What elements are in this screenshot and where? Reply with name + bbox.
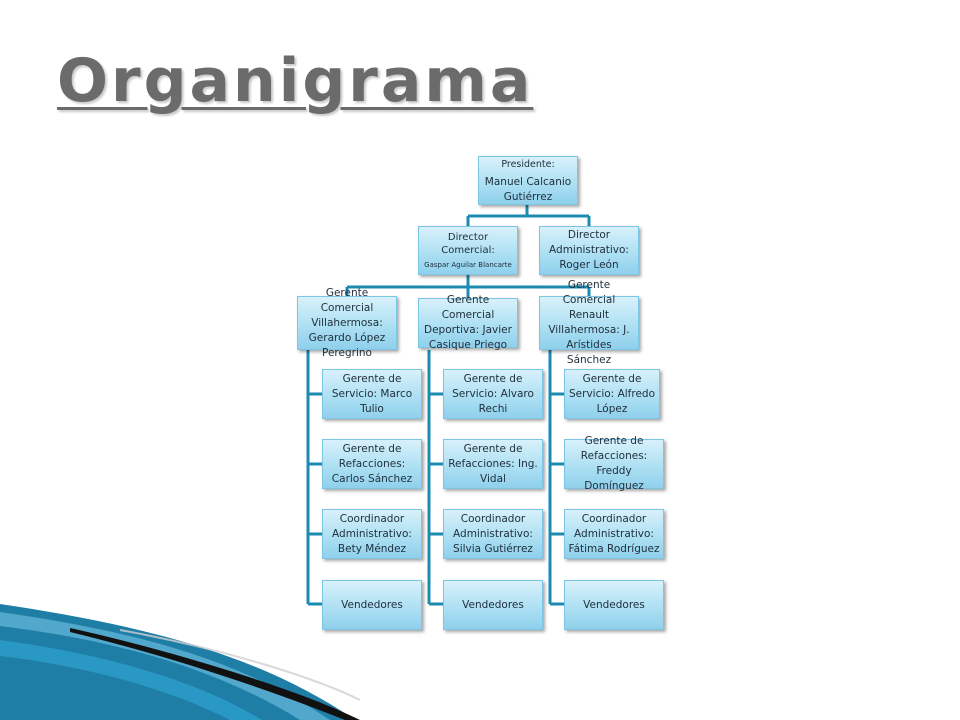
refacciones-col3-label: Gerente de Refacciones: Freddy Domínguez — [580, 435, 648, 492]
org-node-coordinador-col3[interactable]: Coordinador Administrativo: Fátima Rodrí… — [564, 509, 664, 559]
org-node-refacciones-col1[interactable]: Gerente de Refacciones: Carlos Sánchez — [322, 439, 422, 489]
org-node-director-comercial[interactable]: Director Comercial: Gaspar Aguilar Blanc… — [418, 226, 518, 275]
connector-column-3 — [548, 350, 564, 606]
servicio-col3-label: Gerente de Servicio: Alfredo López — [569, 372, 655, 415]
vendedores-col1-label: Vendedores — [341, 598, 403, 611]
org-node-director-administrativo[interactable]: Director Administrativo: Roger León — [539, 226, 639, 275]
coordinador-col3-label: Coordinador Administrativo: Fátima Rodrí… — [568, 512, 660, 555]
refacciones-col1-label: Gerente de Refacciones: Carlos Sánchez — [331, 442, 413, 485]
director-comercial-name: Gaspar Aguilar Blancarte — [424, 261, 512, 269]
gerente-deportiva-label: Gerente Comercial Deportiva: Javier Casi… — [424, 294, 512, 351]
org-node-president[interactable]: Presidente: Manuel Calcanio Gutiérrez — [478, 156, 578, 205]
org-node-servicio-col1[interactable]: Gerente de Servicio: Marco Tulio — [322, 369, 422, 419]
director-comercial-title: Director Comercial: — [441, 232, 495, 256]
org-node-gerente-renault[interactable]: Gerente Comercial Renault Villahermosa: … — [539, 279, 639, 366]
gerente-villahermosa-label: Gerente Comercial Villahermosa: Gerardo … — [308, 286, 386, 359]
coordinador-col1-label: Coordinador Administrativo: Bety Méndez — [332, 512, 412, 555]
servicio-col2-label: Gerente de Servicio: Alvaro Rechi — [452, 372, 534, 415]
org-node-servicio-col2[interactable]: Gerente de Servicio: Alvaro Rechi — [443, 369, 543, 419]
connector-director-comercial — [345, 275, 591, 298]
gerente-renault-label: Gerente Comercial Renault Villahermosa: … — [548, 279, 630, 366]
refacciones-col2-label: Gerente de Refacciones: Ing. Vidal — [448, 442, 538, 485]
president-name: Manuel Calcanio Gutiérrez — [484, 175, 572, 203]
servicio-col1-label: Gerente de Servicio: Marco Tulio — [331, 372, 413, 415]
vendedores-col2-label: Vendedores — [462, 598, 524, 611]
president-title: Presidente: — [501, 158, 555, 170]
org-node-vendedores-col3[interactable]: Vendedores — [564, 580, 664, 630]
org-node-servicio-col3[interactable]: Gerente de Servicio: Alfredo López — [564, 369, 660, 419]
vendedores-col3-label: Vendedores — [583, 598, 645, 611]
org-node-refacciones-col3[interactable]: Gerente de Refacciones: Freddy Domínguez — [564, 435, 664, 492]
coordinador-col2-label: Coordinador Administrativo: Silvia Gutié… — [453, 512, 533, 555]
org-node-gerente-villahermosa[interactable]: Gerente Comercial Villahermosa: Gerardo … — [297, 287, 397, 359]
page-title: Organigrama — [57, 46, 534, 116]
connector-president — [466, 205, 591, 226]
org-node-vendedores-col1[interactable]: Vendedores — [322, 580, 422, 630]
org-node-gerente-deportiva[interactable]: Gerente Comercial Deportiva: Javier Casi… — [418, 294, 518, 351]
connector-column-1 — [306, 350, 322, 606]
connector-column-2 — [427, 350, 443, 606]
org-node-vendedores-col2[interactable]: Vendedores — [443, 580, 543, 630]
org-node-coordinador-col1[interactable]: Coordinador Administrativo: Bety Méndez — [322, 509, 422, 559]
director-administrativo-label: Director Administrativo: Roger León — [549, 229, 629, 271]
org-node-coordinador-col2[interactable]: Coordinador Administrativo: Silvia Gutié… — [443, 509, 543, 559]
org-node-refacciones-col2[interactable]: Gerente de Refacciones: Ing. Vidal — [443, 439, 543, 489]
